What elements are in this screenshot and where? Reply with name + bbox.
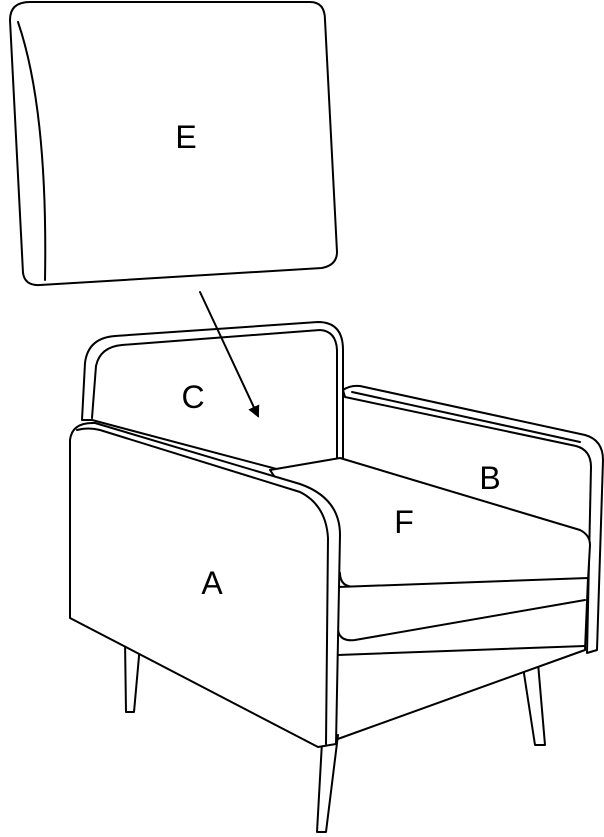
label-arm-right: B — [479, 460, 500, 496]
label-cushion-back: E — [175, 119, 196, 155]
back-cushion — [9, 1, 338, 287]
label-arm-left: A — [201, 565, 223, 601]
seat-base — [334, 577, 589, 741]
arm-left — [69, 421, 341, 748]
leg-back-right — [522, 662, 546, 746]
arm-right — [342, 384, 604, 654]
arrow-icon — [199, 291, 260, 418]
leg-front-right — [316, 734, 339, 833]
label-seat: F — [394, 504, 414, 540]
label-backrest: C — [181, 379, 204, 415]
